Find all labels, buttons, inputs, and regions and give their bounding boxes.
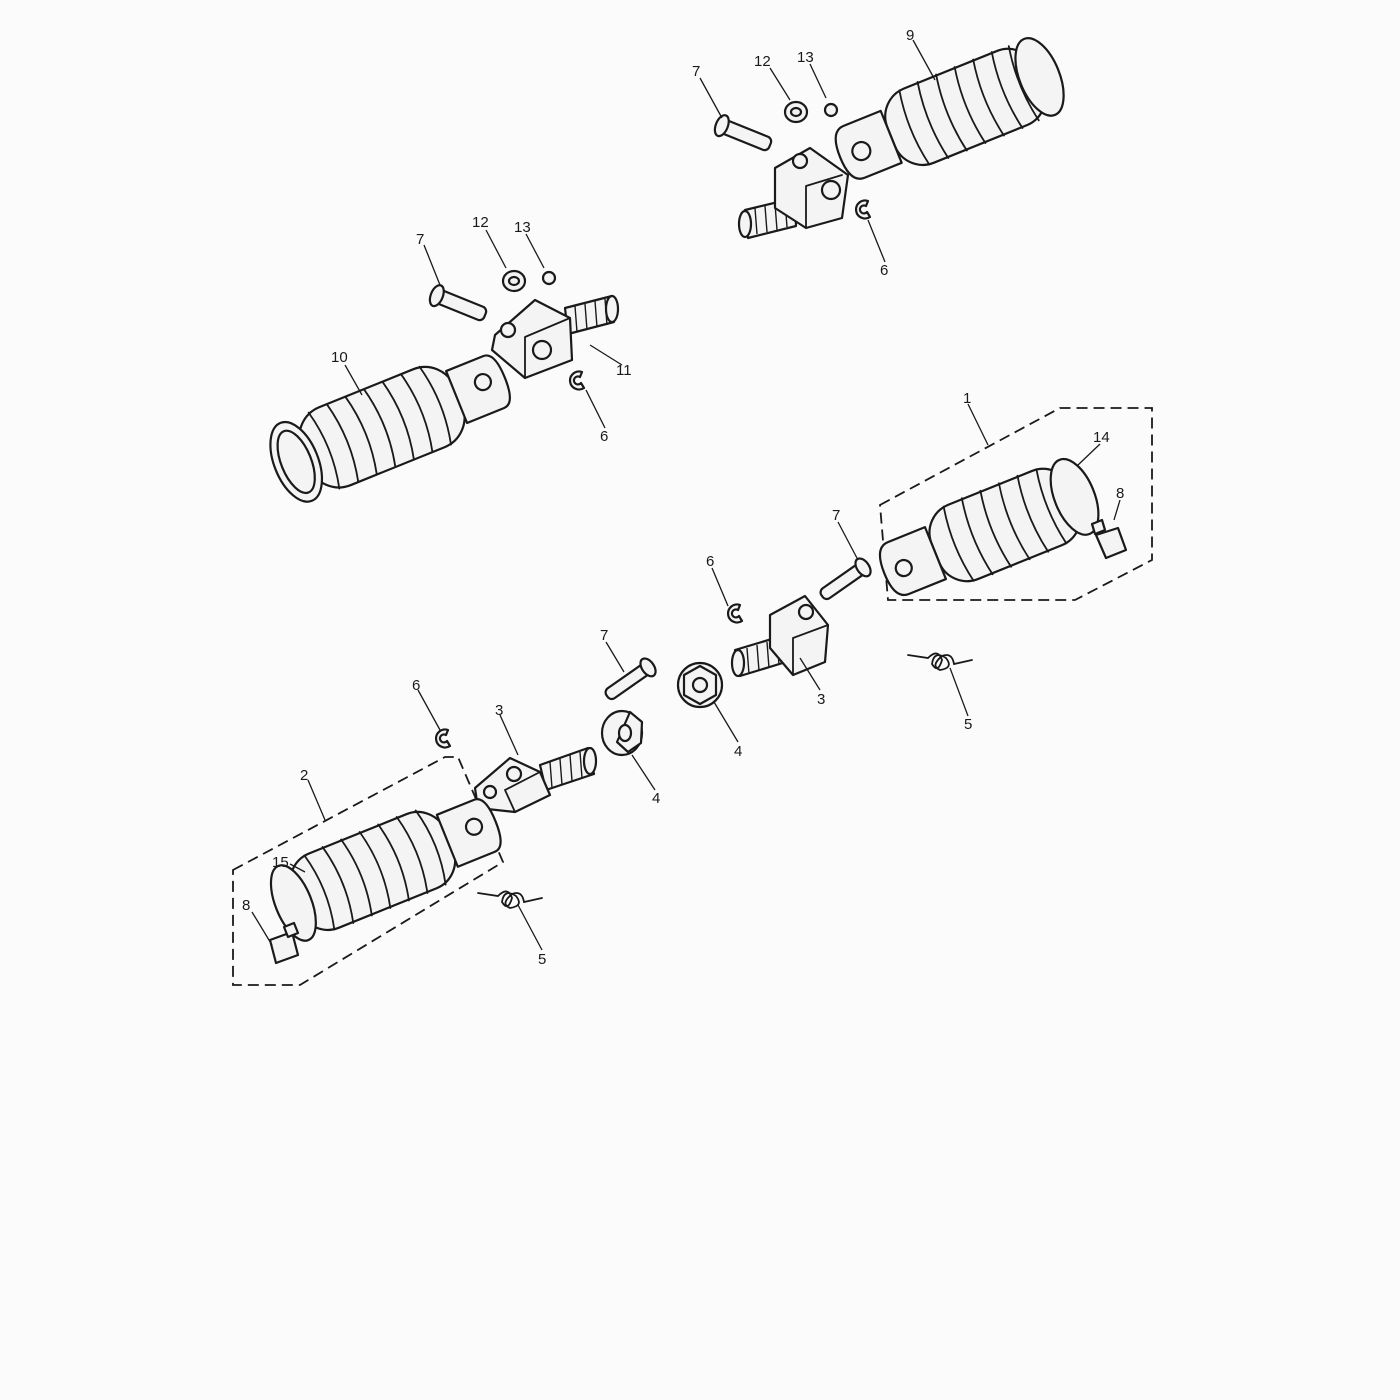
- footrest-bracket-3-right: [730, 594, 830, 678]
- callout-7-right: 7: [832, 507, 840, 524]
- clevis-pin-7-left: [428, 284, 488, 322]
- callout-7-mid: 7: [600, 627, 608, 644]
- callout-8-right: 8: [1116, 485, 1124, 502]
- footrest-1-assembly: [819, 407, 1153, 671]
- callout-5-right: 5: [964, 716, 972, 733]
- leader-lines: [251, 39, 1121, 951]
- callout-13-top: 13: [797, 49, 814, 66]
- callout-1: 1: [963, 390, 971, 407]
- bolt-8-right: [1090, 518, 1128, 560]
- callout-4-right: 4: [734, 743, 742, 760]
- footrest-9-assembly: [713, 37, 1065, 240]
- callout-6-top: 6: [880, 262, 888, 279]
- callout-13-left: 13: [514, 219, 531, 236]
- ball-13-left: [541, 270, 557, 286]
- callout-8-left: 8: [242, 897, 250, 914]
- footrest-rubber-10: [269, 354, 511, 503]
- e-clip-6-top: [854, 199, 872, 220]
- callout-9-top: 9: [906, 27, 914, 44]
- torsion-spring-5-right: [907, 652, 973, 671]
- callout-10: 10: [331, 349, 348, 366]
- clevis-pin-7-right: [819, 557, 872, 601]
- footrest-bracket-top: [737, 146, 850, 240]
- flange-nut-4-left: [600, 709, 644, 757]
- callout-6-low: 6: [412, 677, 420, 694]
- clevis-pin-7-mid: [604, 657, 657, 701]
- footrest-rubber-15: [269, 798, 502, 942]
- callout-7-left: 7: [416, 231, 424, 248]
- footrest-bracket-3-left: [473, 746, 598, 814]
- callout-14: 14: [1093, 429, 1110, 446]
- footrest-2-assembly: [232, 756, 543, 986]
- callout-12-top: 12: [754, 53, 771, 70]
- e-clip-6-left: [568, 370, 586, 391]
- assembly-2-boundary: [232, 756, 505, 986]
- bolt-8-left: [268, 921, 300, 965]
- footrest-rubber-14: [878, 457, 1100, 597]
- callout-11: 11: [616, 362, 632, 379]
- callout-2: 2: [300, 767, 308, 784]
- assembly-1-boundary: [879, 407, 1153, 601]
- footrest-bracket-11: [490, 294, 620, 380]
- callout-5-left: 5: [538, 951, 546, 968]
- ball-13-top: [823, 102, 839, 118]
- e-clip-6-low: [434, 728, 452, 749]
- callout-12-left: 12: [472, 214, 489, 231]
- callout-15: 15: [272, 854, 289, 871]
- clevis-pin-7-top: [713, 114, 773, 152]
- washer-12-top: [783, 100, 809, 124]
- flange-nut-4-right: [676, 661, 724, 709]
- e-clip-6-mid: [726, 603, 744, 624]
- callout-6-mid: 6: [706, 553, 714, 570]
- footrest-10-assembly: [269, 269, 620, 503]
- torsion-spring-5-left: [477, 890, 543, 909]
- washer-12-left: [501, 269, 527, 293]
- callout-3-right: 3: [817, 691, 825, 708]
- callout-6-left: 6: [600, 428, 608, 445]
- footrest-rubber-9: [834, 37, 1065, 180]
- callout-numbers: 9 7 12 13 6 7 12 13 10 11 6 1 14 8 7 6 3…: [242, 27, 1124, 968]
- callout-4-left: 4: [652, 790, 660, 807]
- callout-3-left: 3: [495, 702, 503, 719]
- callout-7-top: 7: [692, 63, 700, 80]
